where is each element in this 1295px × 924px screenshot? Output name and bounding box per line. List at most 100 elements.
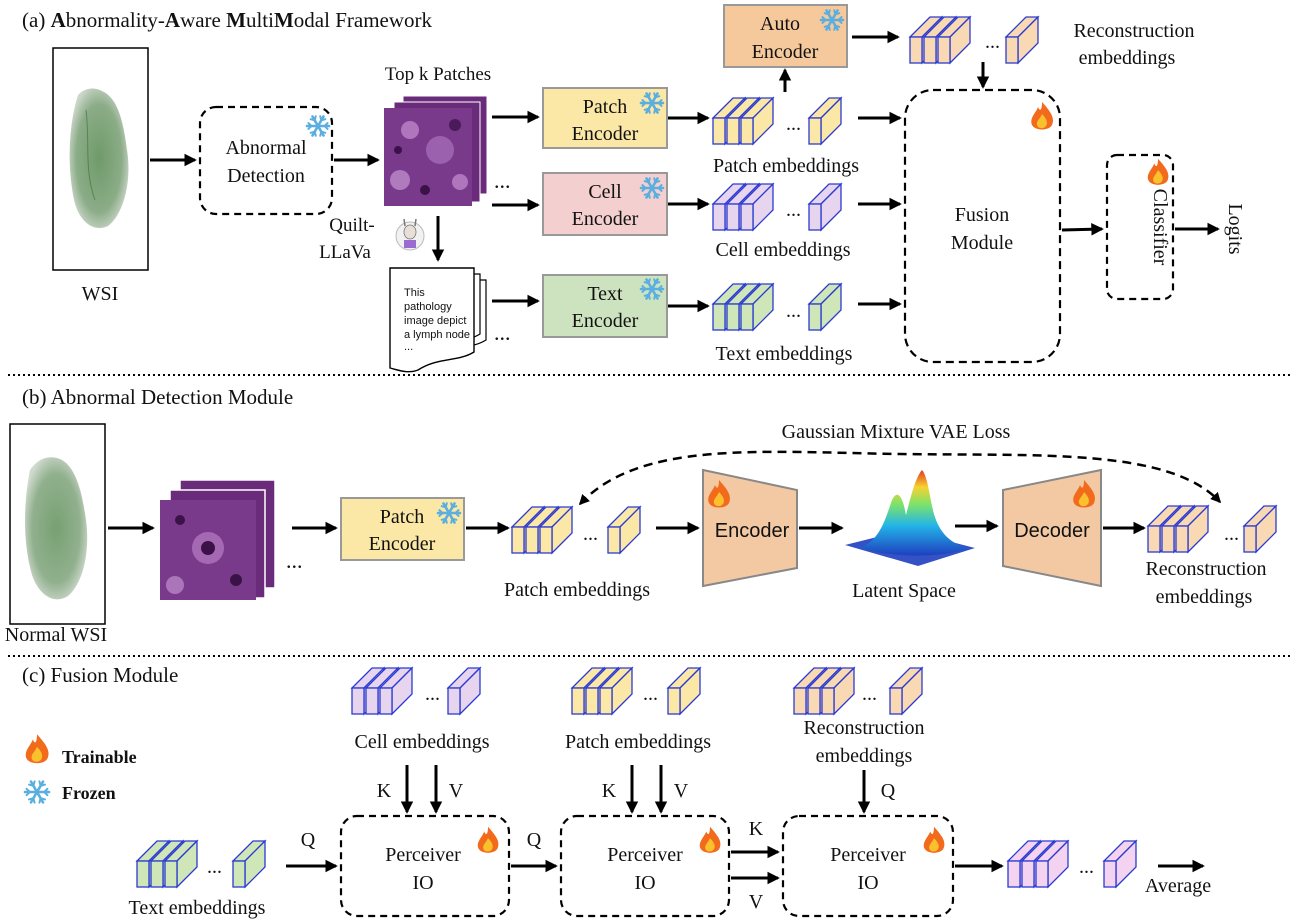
q-label-text: Q xyxy=(301,829,316,851)
normal-wsi-slide xyxy=(9,423,106,625)
caption-document xyxy=(389,267,487,373)
caption-line-5: ... xyxy=(404,341,413,353)
abnormal-detection-label-1: Abnormal xyxy=(225,137,307,159)
patch-embedding-group-c xyxy=(570,666,702,716)
average-label: Average xyxy=(1145,875,1211,897)
reconstruction-embedding-group xyxy=(908,15,1040,65)
latent-space-surface xyxy=(845,470,975,566)
cell-embeddings-c-label: Cell embeddings xyxy=(355,731,490,753)
text-encoder-box xyxy=(542,274,668,338)
recon-embeddings-label-1: Reconstruction xyxy=(1073,20,1194,42)
flame-icon xyxy=(1147,158,1169,185)
perceiver-io-1-box xyxy=(339,814,511,918)
embedding-cube xyxy=(807,96,843,146)
caption-line-3: image depict xyxy=(404,315,466,327)
text-encoder-label-2: Encoder xyxy=(572,310,639,332)
k-label-1: K xyxy=(377,780,392,802)
patch-encoder-b-label-1: Patch xyxy=(380,506,424,528)
output-embedding-group xyxy=(1006,839,1138,889)
embedding-cube xyxy=(739,96,775,146)
patch-emb-c-ellipsis: ... xyxy=(643,683,658,705)
legend-snowflake-icon xyxy=(23,780,51,804)
k-label-3: K xyxy=(749,818,764,840)
text-embeddings-label: Text embeddings xyxy=(716,343,853,365)
normal-patch-ellipsis: ... xyxy=(286,548,303,573)
vae-loss-arc xyxy=(578,450,1222,506)
cell-emb-ellipsis: ... xyxy=(786,199,801,221)
wsi-slide xyxy=(52,47,149,271)
patch-embeddings-label: Patch embeddings xyxy=(713,155,859,177)
flame-icon xyxy=(25,734,49,764)
v-label-1: V xyxy=(449,780,464,802)
panel-c-title: (c) Fusion Module xyxy=(22,663,178,687)
abnormal-detection-box xyxy=(198,105,334,216)
reconstruction-embedding-group-b xyxy=(1146,504,1278,554)
text-emb-c-ellipsis: ... xyxy=(207,856,222,878)
perceiver-io-3-label-2: IO xyxy=(857,872,878,894)
caption-line-2: pathology xyxy=(404,301,452,313)
abnormal-detection-label-2: Detection xyxy=(227,165,305,187)
cell-encoder-label-1: Cell xyxy=(588,181,622,203)
patch-encoder-b-box xyxy=(340,497,465,561)
embedding-cube xyxy=(739,182,775,232)
recon-emb-ellipsis: ... xyxy=(985,31,1000,53)
q-label-recon: Q xyxy=(881,780,896,802)
patch-embedding-group xyxy=(711,96,843,146)
perceiver-io-2-label-1: Perceiver xyxy=(607,844,683,866)
embedding-cube xyxy=(598,666,634,716)
vae-decoder-label: Decoder xyxy=(1014,520,1090,542)
classifier-label: Classifier xyxy=(1149,189,1171,266)
perceiver-io-1-label-2: IO xyxy=(412,872,433,894)
legend-frozen-label: Frozen xyxy=(62,783,116,803)
recon-embeddings-c-label-1: Reconstruction xyxy=(803,717,924,739)
vae-loss-label: Gaussian Mixture VAE Loss xyxy=(782,421,1011,443)
patch-emb-b-ellipsis: ... xyxy=(583,523,598,545)
text-embedding-group-c xyxy=(135,839,267,889)
patch-embeddings-c-label: Patch embeddings xyxy=(565,731,711,753)
snowflake-icon xyxy=(436,502,462,524)
flame-icon xyxy=(1031,102,1053,130)
embedding-cube xyxy=(1242,504,1278,554)
cell-embeddings-label: Cell embeddings xyxy=(716,239,851,261)
flame-icon xyxy=(699,826,721,853)
normal-wsi-label: Normal WSI xyxy=(5,624,107,646)
embedding-cube xyxy=(606,505,642,555)
cell-embedding-group xyxy=(711,182,843,232)
fusion-module-label-1: Fusion xyxy=(955,204,1009,226)
flame-icon xyxy=(477,826,499,853)
latent-space-label: Latent Space xyxy=(852,580,956,602)
snowflake-icon xyxy=(23,780,51,804)
quilt-llava-label-2: LLaVa xyxy=(319,242,371,263)
snowflake-icon xyxy=(639,92,665,114)
patch-encoder-label-2: Encoder xyxy=(572,123,639,145)
reconstruction-embedding-group-c xyxy=(792,666,924,716)
snowflake-icon xyxy=(639,177,665,199)
flame-icon xyxy=(923,826,945,853)
embedding-cube xyxy=(378,666,414,716)
legend-flame-icon xyxy=(25,734,49,764)
v-label-2: V xyxy=(674,780,689,802)
llama-icon xyxy=(395,218,425,251)
snowflake-icon xyxy=(305,115,331,137)
q-label-mid: Q xyxy=(527,829,542,851)
embedding-cube xyxy=(1174,504,1210,554)
auto-encoder-label-1: Auto xyxy=(760,13,800,35)
recon-embeddings-b-label-1: Reconstruction xyxy=(1145,558,1266,580)
patch-encoder-b-label-2: Encoder xyxy=(369,533,436,555)
embedding-cube xyxy=(807,282,843,332)
perceiver-io-1-label-1: Perceiver xyxy=(385,844,461,866)
text-embeddings-c-label: Text embeddings xyxy=(129,897,266,919)
embedding-cube xyxy=(538,505,574,555)
panel-a-title: (a) Abnormality-Aware MultiModal Framewo… xyxy=(22,8,433,32)
cell-embedding-group-c xyxy=(350,666,482,716)
auto-encoder-label-2: Encoder xyxy=(752,41,819,63)
caption-ellipsis: ... xyxy=(494,320,511,345)
auto-encoder-box xyxy=(723,4,848,68)
recon-emb-b-ellipsis: ... xyxy=(1224,523,1239,545)
normal-patch-stack xyxy=(160,479,276,600)
legend-trainable-label: Trainable xyxy=(62,747,137,767)
embedding-cube xyxy=(1034,839,1070,889)
perceiver-io-3-box xyxy=(781,814,955,918)
embedding-cube xyxy=(1004,15,1040,65)
